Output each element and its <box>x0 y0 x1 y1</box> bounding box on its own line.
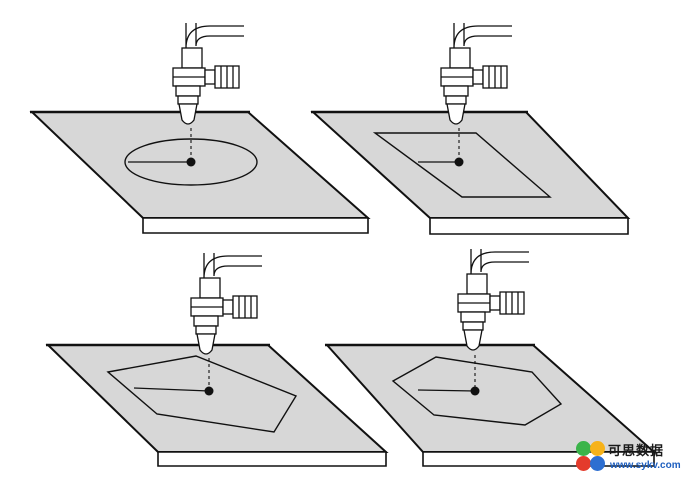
center-point <box>470 386 480 396</box>
logo-dot <box>576 441 591 456</box>
plate-top <box>310 111 631 219</box>
cutting-torch <box>172 22 245 125</box>
center-point <box>186 157 196 167</box>
plate-edge <box>157 451 387 467</box>
logo-dots-icon <box>574 440 608 474</box>
center-point <box>204 386 214 396</box>
cutting-torch <box>457 248 530 351</box>
rectangle-cut-path <box>372 132 552 198</box>
cutting-torch <box>190 252 263 355</box>
watermark-logo: 可思数据 www.sykv.com <box>574 440 687 476</box>
plate-top <box>29 111 371 219</box>
plate-edge <box>429 217 629 235</box>
watermark-url: www.sykv.com <box>610 460 681 471</box>
center-point <box>454 157 464 167</box>
logo-dot <box>590 456 605 471</box>
pentagon-cut-path <box>106 355 298 433</box>
plate-edge <box>142 217 369 234</box>
panel-rectangle <box>310 22 631 235</box>
plate-top <box>324 344 657 453</box>
circle-cut-path <box>124 138 258 186</box>
watermark-chinese-text: 可思数据 <box>608 444 665 459</box>
panel-circle <box>29 22 371 234</box>
panel-hexagon <box>324 248 657 467</box>
plate-top <box>45 344 389 453</box>
radius-line <box>417 389 476 392</box>
logo-dot <box>576 456 591 471</box>
logo-dot <box>590 441 605 456</box>
cutting-torch <box>440 22 513 125</box>
panel-pentagon <box>45 252 389 467</box>
hexagon-cut-path <box>391 356 563 426</box>
radius-line <box>133 387 210 392</box>
